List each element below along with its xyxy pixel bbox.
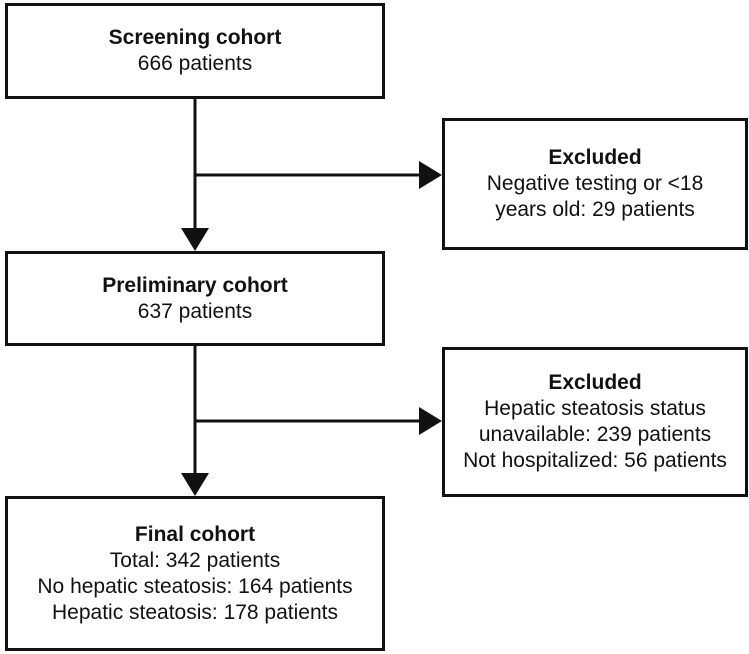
excluded-2-line-1: Hepatic steatosis status	[484, 397, 706, 420]
arrowhead-excluded-1	[419, 161, 442, 189]
screening-cohort-title: Screening cohort	[108, 26, 282, 49]
excluded-2-line-3: Not hospitalized: 56 patients	[463, 449, 727, 472]
screening-cohort-box: Screening cohort 666 patients	[5, 3, 385, 99]
excluded-box-1: Excluded Negative testing or <18 years o…	[442, 118, 748, 250]
excluded-2-line-2: unavailable: 239 patients	[478, 423, 712, 446]
final-cohort-total: Total: 342 patients	[109, 548, 281, 572]
excluded-1-line-2: years old: 29 patients	[495, 198, 695, 221]
excluded-2-title: Excluded	[548, 371, 642, 394]
arrowhead-preliminary	[181, 228, 209, 251]
final-cohort-title: Final cohort	[134, 522, 256, 546]
final-cohort-box: Final cohort Total: 342 patients No hepa…	[5, 496, 385, 651]
preliminary-cohort-title: Preliminary cohort	[102, 273, 288, 297]
final-cohort-no-steatosis: No hepatic steatosis: 164 patients	[37, 574, 353, 598]
excluded-box-2: Excluded Hepatic steatosis status unavai…	[442, 347, 748, 497]
final-cohort-steatosis: Hepatic steatosis: 178 patients	[51, 600, 338, 624]
excluded-1-line-1: Negative testing or <18	[486, 172, 704, 195]
preliminary-cohort-count: 637 patients	[137, 299, 253, 323]
screening-cohort-count: 666 patients	[137, 52, 253, 75]
arrowhead-final	[181, 473, 209, 496]
excluded-1-title: Excluded	[548, 146, 642, 169]
preliminary-cohort-box: Preliminary cohort 637 patients	[5, 251, 385, 346]
arrowhead-excluded-2	[419, 407, 442, 435]
